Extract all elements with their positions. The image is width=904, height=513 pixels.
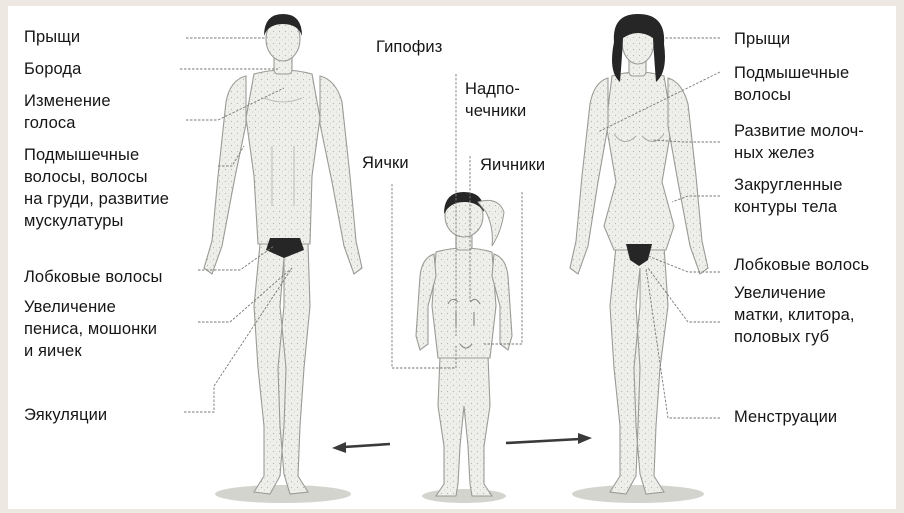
diagram-frame: Прыщи Борода Изменение голоса Подмышечны…	[8, 6, 896, 509]
label-ovaries: Яичники	[480, 154, 545, 176]
female-label-menstruation: Менструации	[734, 406, 837, 428]
male-label-voice-change: Изменение голоса	[24, 90, 111, 134]
male-label-pubic-hair: Лобковые волосы	[24, 266, 162, 288]
male-label-ejaculation: Эякуляции	[24, 404, 107, 426]
arrows	[332, 433, 592, 453]
female-label-breast-growth: Развитие молоч- ных желез	[734, 120, 864, 164]
female-label-pubic-hair: Лобковые волось	[734, 254, 869, 276]
male-label-acne: Прыщи	[24, 26, 80, 48]
child-ground-shadow	[422, 489, 506, 503]
male-label-body-hair-muscles: Подмышечные волосы, волосы на груди, раз…	[24, 144, 169, 232]
female-label-genital-growth: Увеличение матки, клитора, половых губ	[734, 282, 855, 348]
female-ground-shadow	[572, 485, 704, 503]
male-label-beard: Борода	[24, 58, 81, 80]
child-figure	[416, 195, 512, 496]
female-label-underarm-hair: Подмышечные волосы	[734, 62, 849, 106]
female-label-acne: Прыщи	[734, 28, 790, 50]
male-label-genital-growth: Увеличение пениса, мошонки и яичек	[24, 296, 157, 362]
label-adrenals: Надпо- чечники	[465, 78, 526, 122]
label-pituitary: Гипофиз	[376, 36, 442, 58]
label-testes: Яички	[362, 152, 409, 174]
female-label-body-contours: Закругленные контуры тела	[734, 174, 843, 218]
male-ground-shadow	[215, 485, 351, 503]
